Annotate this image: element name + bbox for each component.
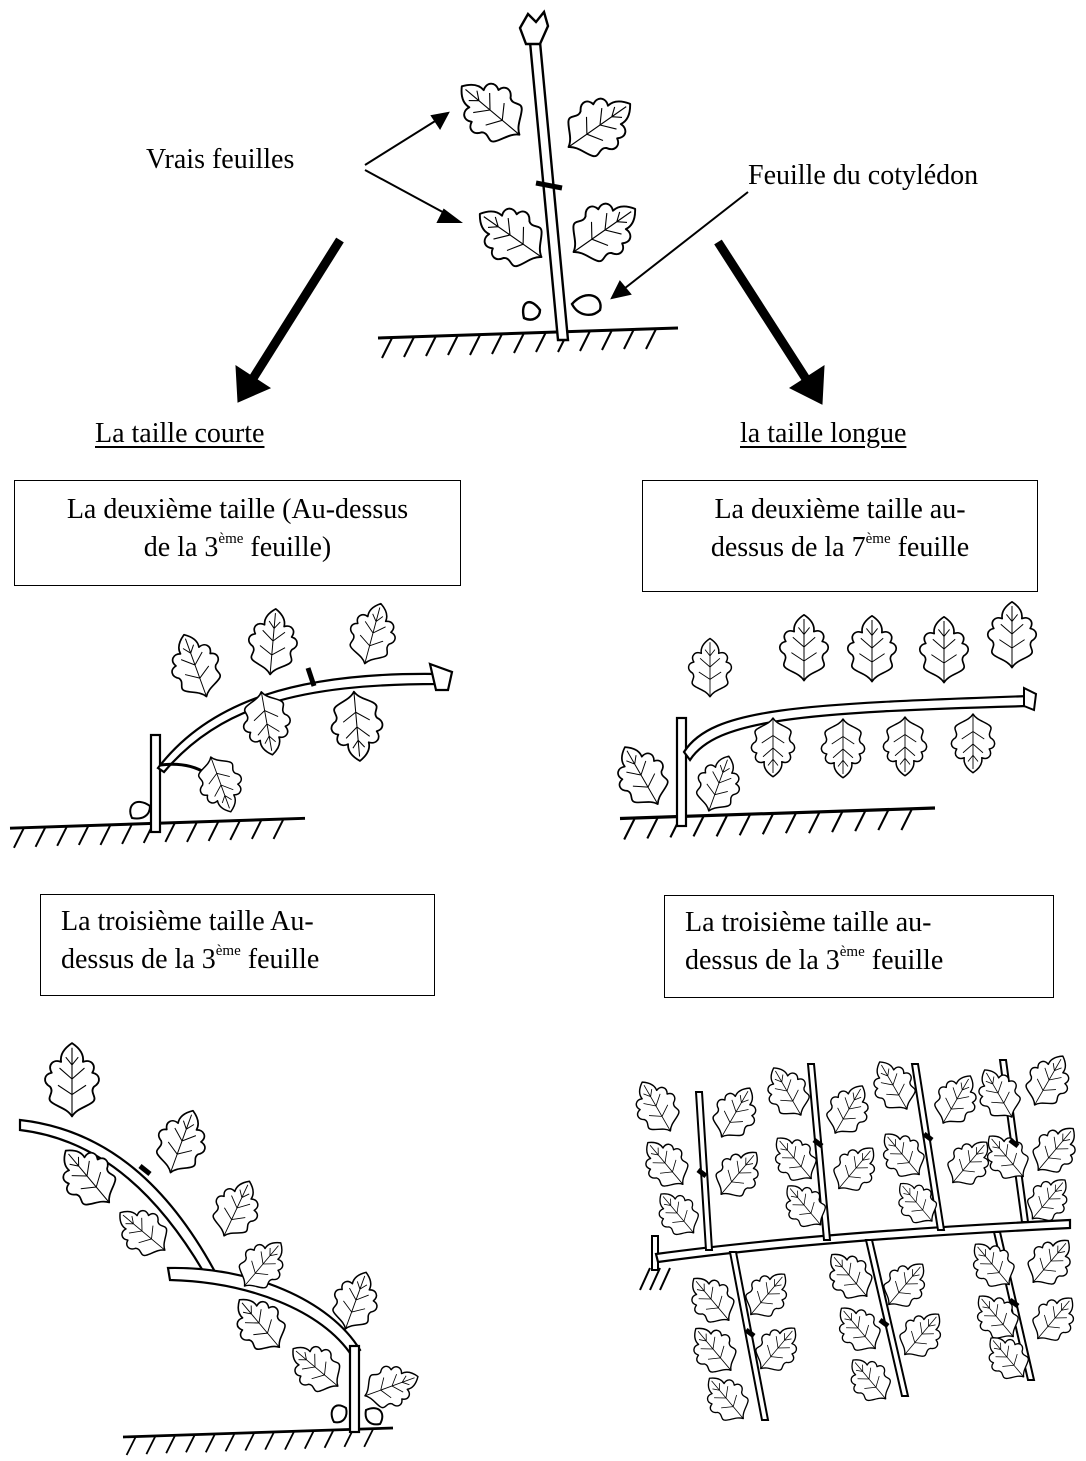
- box-text: feuille): [243, 532, 332, 563]
- box-text: dessus de la 3: [685, 945, 840, 976]
- box-short-second-pruning: La deuxième taille (Au-dessus de la 3ème…: [14, 480, 461, 586]
- leader-arrows: [364, 111, 749, 300]
- box-line: La troisième taille Au-: [61, 906, 314, 937]
- box-text: feuille: [890, 532, 970, 563]
- box-line: dessus de la 7ème feuille: [643, 529, 1037, 571]
- cotyledon-left: [521, 300, 542, 321]
- box-long-third-pruning: La troisième taille au- dessus de la 3èm…: [664, 895, 1054, 998]
- box-line: La troisième taille au-: [685, 907, 932, 938]
- ordinal-superscript: ème: [865, 531, 891, 547]
- box-long-second-pruning: La deuxième taille au- dessus de la 7ème…: [642, 480, 1038, 592]
- short-third-plant: [18, 1042, 426, 1457]
- box-text: feuille: [240, 944, 320, 975]
- box-line: La deuxième taille (Au-dessus: [66, 494, 409, 525]
- top-ground: [376, 326, 680, 360]
- short-second-plant: [8, 596, 454, 850]
- box-line: de la 3ème feuille): [15, 529, 460, 571]
- ordinal-superscript: ème: [839, 944, 865, 960]
- top-seedling: [376, 9, 680, 360]
- box-line: dessus de la 3ème feuille: [685, 942, 1053, 984]
- heading-short-pruning: La taille courte: [95, 418, 265, 449]
- ordinal-superscript: ème: [215, 943, 241, 959]
- cotyledon-right: [570, 293, 602, 316]
- box-text: dessus de la 7: [710, 532, 866, 563]
- box-line: La deuxième taille au-: [714, 494, 966, 525]
- long-second-plant: [602, 600, 1038, 842]
- box-text: de la 3: [143, 532, 219, 563]
- box-line: dessus de la 3ème feuille: [61, 941, 434, 983]
- label-true-leaves: Vrais feuilles: [146, 144, 295, 175]
- ordinal-superscript: ème: [218, 531, 244, 547]
- long-third-plant: [623, 1044, 1086, 1432]
- box-short-third-pruning: La troisième taille Au- dessus de la 3èm…: [40, 894, 435, 996]
- box-text: dessus de la 3: [61, 944, 216, 975]
- heading-long-pruning: la taille longue: [740, 418, 907, 449]
- label-cotyledon-leaf: Feuille du cotylédon: [748, 160, 979, 191]
- flower-bud: [518, 9, 550, 46]
- branch-arrows: [235, 237, 825, 405]
- box-text: feuille: [864, 945, 944, 976]
